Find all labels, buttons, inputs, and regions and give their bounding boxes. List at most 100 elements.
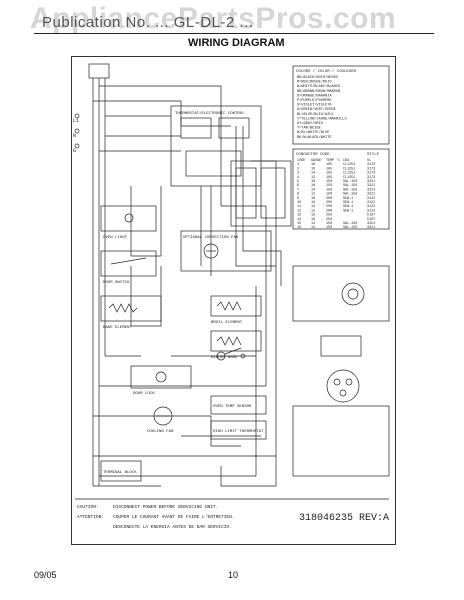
wire-table-cell: SEW-1 [343, 209, 353, 213]
wire-table-column-header: UL [367, 159, 371, 163]
wire-table-cell: 14 [297, 218, 301, 222]
switch-component [216, 347, 246, 361]
wire-table-cell: 14 [311, 222, 315, 226]
color-legend-line: BK=BLACK/NOIR/NEGRO [297, 75, 338, 80]
color-legend-line: T=TAN/BEIGE [297, 126, 321, 131]
wire-table-cell: SEW-1 [343, 197, 353, 201]
colors-table-header: COLORS / COLOR / COULEURS [296, 69, 357, 74]
terminal-block-component [100, 460, 142, 482]
wiring-diagram: L1 N G THERMOSTAT/ELECTRONIC CONTROL OVE… [73, 63, 390, 530]
connector-block [230, 160, 292, 227]
cooling-fan-component [153, 406, 173, 426]
wire-table-cell: 5107 [367, 214, 375, 218]
wire-table-cell: SAL-150 [343, 184, 357, 188]
notes-block [292, 405, 390, 477]
wire-table-cell: 150 [326, 184, 332, 188]
wire-table-cell: 3321 [367, 193, 375, 197]
wire-table-cell: 3321 [367, 180, 375, 184]
thermostat-label: THERMOSTAT/ELECTRONIC CONTROL [175, 111, 245, 116]
convection-fan-label: OPTIONAL CONVECTION FAN [183, 236, 239, 240]
wire-table-cell: 3122 [367, 205, 375, 209]
wire-table-cell: 150 [326, 222, 332, 226]
wire-table-cell: 12 [311, 209, 315, 213]
page-title: WIRING DIAGRAM [188, 37, 285, 49]
receptacle-diagram [320, 335, 362, 403]
color-legend-line: G=GREEN/VERT/VERDE [297, 107, 336, 112]
wire-table-cell: 150 [326, 226, 332, 230]
wire-table-cell: 3321 [367, 184, 375, 188]
high-limit-component [210, 420, 267, 440]
wire-table-cell: 150 [326, 188, 332, 192]
wire-table-cell: 16 [311, 184, 315, 188]
wire-table-cell: 11 [297, 205, 301, 209]
wire-table [292, 148, 390, 230]
wire-table-cell: 3 [297, 172, 299, 176]
broil-element-label: BROIL ELEMENT [211, 321, 243, 325]
color-legend-line: BK/W=BLACK/WHITE [297, 135, 332, 140]
wire-table-header: CONDUCTOR CODE [296, 153, 330, 157]
oven-light-label: OVEN LIGHT [103, 236, 128, 240]
wire-table-cell: 7 [297, 188, 299, 192]
wire-table-cell: 18 [311, 163, 315, 167]
bake-element-label: BAKE ELEMENT [103, 326, 132, 330]
wire-table-cell: 105 [326, 172, 332, 176]
wire-table-cell: 6 [297, 184, 299, 188]
wire-table-cell: CL1251 [343, 167, 355, 171]
broil-element-component [210, 295, 262, 317]
wire-table-cell: 16 [311, 201, 315, 205]
color-legend-line: GY=GRAY/GRIS [297, 121, 323, 126]
high-limit-label: HIGH LIMIT THERMOSTAT [213, 430, 264, 434]
sensor-label: OVEN TEMP SENSOR [213, 405, 252, 409]
wire-table-cell: 18 [311, 197, 315, 201]
part-number: 318046235 REV:A [299, 513, 389, 524]
wire-table-cell: 5 [297, 180, 299, 184]
wire-table-cell: 15 [297, 222, 301, 226]
wire-table-cell: 8 [297, 193, 299, 197]
wire-table-cell: CL1251 [343, 172, 355, 176]
wire-table-cell: 12 [311, 226, 315, 230]
sensor-component [210, 395, 267, 415]
wire-table-cell: 18 [311, 180, 315, 184]
supply-label-n: N [73, 133, 76, 139]
wire-table-cell: 16 [311, 167, 315, 171]
hidden-bake-component [210, 330, 262, 352]
wire-table-cell: CL1251 [343, 176, 355, 180]
wire-table-cell: 3173 [367, 176, 375, 180]
bake-element-component [100, 295, 162, 322]
wire-table-cell: 150 [326, 180, 332, 184]
colors-table-lines: BK=BLACK/NOIR/NEGROR=RED/ROUGE/ROJOW=WHI… [297, 75, 347, 140]
convection-fan-component [180, 230, 272, 272]
warning-line-2: COUPER LE COURANT AVANT DE FAIRE L'ENTRE… [113, 514, 235, 520]
caution-label: CAUTION: [77, 504, 99, 510]
wire-table-cell: 3173 [367, 163, 375, 167]
footer-date: 09/05 [34, 570, 57, 580]
wire-table-cell: 250 [326, 214, 332, 218]
wire-table-cell: 13 [297, 214, 301, 218]
watermark-logo: AppliancePartsPros.com [30, 2, 397, 35]
thermostat-box [170, 105, 262, 187]
wire-table-cell: 105 [326, 163, 332, 167]
color-legend-line: BL=BLUE/BLEU/AZUL [297, 112, 334, 117]
wire-table-cell: 16 [297, 226, 301, 230]
oven-light-component [100, 205, 157, 232]
door-lock-component [130, 365, 192, 389]
wire-table-cell: 3321 [367, 222, 375, 226]
wire-table-cell: 200 [326, 201, 332, 205]
wire-table-cell: SAL-150 [343, 188, 357, 192]
color-legend-line: W=WHITE/BLANC/BLANCO [297, 84, 340, 89]
footer-page-number: 10 [228, 570, 239, 580]
wire-table-cell: 4 [297, 176, 299, 180]
wire-bundle [92, 85, 282, 487]
wire-table-cell: 3173 [367, 167, 375, 171]
color-legend-line: BR=BROWN/BRUN/MARRON [297, 89, 340, 94]
wire-table-column-header: GAUGE [311, 159, 321, 163]
wire-table-cell: SAL-150 [343, 193, 357, 197]
door-lock-label: DOOR LOCK [133, 392, 155, 396]
wire-table-cell: 2 [297, 167, 299, 171]
supply-label-l1: L1 [73, 118, 79, 124]
wire-table-cell: SAL-150 [343, 222, 357, 226]
wire-table-cell: 12 [297, 209, 301, 213]
wire-table-cell: 200 [326, 205, 332, 209]
wire-table-column-header: CODE [297, 159, 305, 163]
